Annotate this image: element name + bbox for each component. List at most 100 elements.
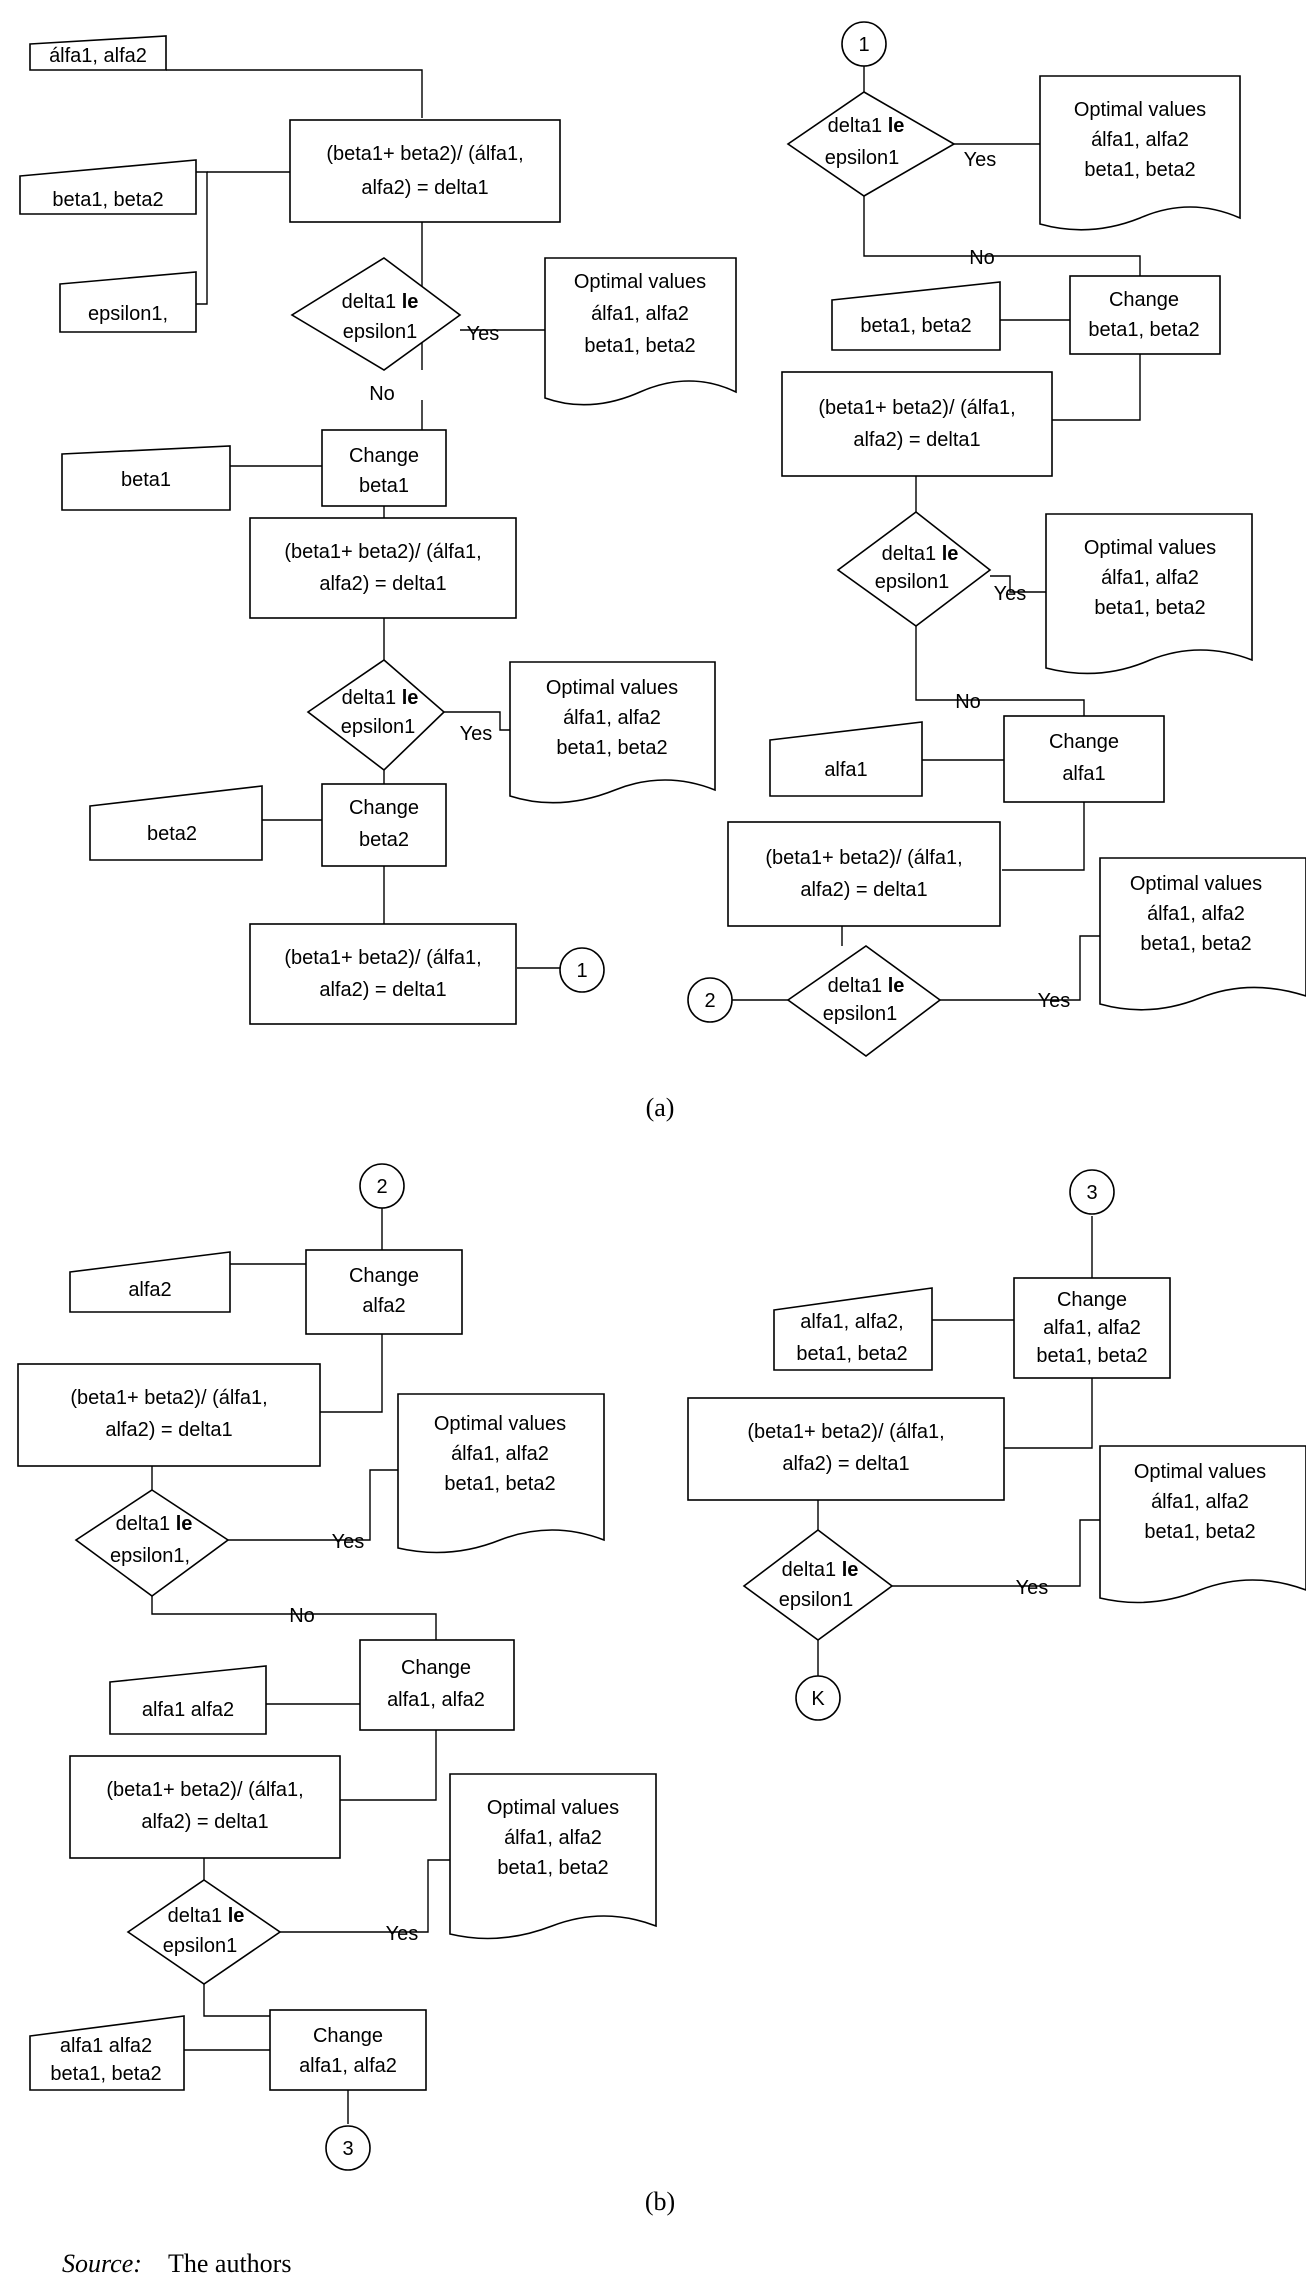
decision-text-line2: epsilon1 xyxy=(343,321,418,343)
formula-box xyxy=(249,923,517,1025)
optimal-title: Optimal values xyxy=(546,677,678,699)
optimal-title: Optimal values xyxy=(1074,99,1206,121)
optimal-values-doc xyxy=(397,1393,605,1554)
formula-line1: (beta1+ beta2)/ (álfa1, xyxy=(765,847,962,869)
caption-b: (b) xyxy=(645,2187,675,2216)
yes-label: Yes xyxy=(332,1531,365,1553)
formula-box xyxy=(781,371,1053,477)
formula-line2: alfa2) = delta1 xyxy=(800,879,927,901)
optimal-line2: álfa1, alfa2 xyxy=(451,1443,549,1465)
optimal-title: Optimal values xyxy=(1134,1461,1266,1483)
optimal-title: Optimal values xyxy=(434,1413,566,1435)
input-alfa-beta-line2: beta1, beta2 xyxy=(796,1343,907,1365)
decision-text-line2: epsilon1 xyxy=(779,1589,854,1611)
yes-label: Yes xyxy=(386,1923,419,1945)
change-alfa12-label: alfa1, alfa2 xyxy=(1043,1317,1141,1339)
change-box xyxy=(321,429,447,507)
decision-text-line2: epsilon1 xyxy=(341,716,416,738)
no-label: No xyxy=(369,383,395,405)
change-beta12-label: beta1, beta2 xyxy=(1088,319,1199,341)
input-alfa1-alfa2-label: alfa1 alfa2 xyxy=(142,1699,234,1721)
yes-label: Yes xyxy=(964,149,997,171)
panel-b-right: 3 alfa1, alfa2, beta1, beta2 Change alfa… xyxy=(687,1169,1306,1721)
formula-line1: (beta1+ beta2)/ (álfa1, xyxy=(818,397,1015,419)
yes-label: Yes xyxy=(460,723,493,745)
input-beta12-label: beta1, beta2 xyxy=(860,315,971,337)
decision-text-line1: delta1 le xyxy=(828,975,905,997)
optimal-line3: beta1, beta2 xyxy=(1084,159,1195,181)
optimal-values-doc xyxy=(544,257,737,406)
change-box xyxy=(321,783,447,867)
formula-line1: (beta1+ beta2)/ (álfa1, xyxy=(284,947,481,969)
formula-line2: alfa2) = delta1 xyxy=(361,177,488,199)
optimal-values-doc xyxy=(1039,75,1241,231)
change-box xyxy=(1069,275,1221,355)
decision-text-line1: delta1 le xyxy=(342,687,419,709)
connector-2 xyxy=(687,977,733,1023)
connector-k xyxy=(795,1675,841,1721)
decision-text-line2: epsilon1 xyxy=(875,571,950,593)
change-alfa1-label: alfa1 xyxy=(1062,763,1105,785)
decision-text-line2: epsilon1 xyxy=(163,1935,238,1957)
input-beta-a-label: beta1, beta2 xyxy=(52,189,163,211)
connector-3 xyxy=(325,2125,371,2171)
decision-diamond xyxy=(786,945,942,1057)
formula-line2: alfa2) = delta1 xyxy=(782,1453,909,1475)
connector-1 xyxy=(559,947,605,993)
yes-label: Yes xyxy=(1016,1577,1049,1599)
optimal-values-doc xyxy=(449,1773,657,1940)
yes-label: Yes xyxy=(467,323,500,345)
input-beta12 xyxy=(831,281,1001,351)
optimal-line2: álfa1, alfa2 xyxy=(1091,129,1189,151)
input-alfa-beta xyxy=(773,1287,933,1371)
connector-3 xyxy=(1069,1169,1115,1215)
optimal-values-doc xyxy=(1045,513,1253,675)
input-alfa-a-label: álfa1, alfa2 xyxy=(49,45,147,67)
input-alfa-beta-line2: beta1, beta2 xyxy=(50,2063,161,2085)
change-beta1-label: beta1 xyxy=(359,475,409,497)
input-alfa2-label: alfa2 xyxy=(128,1279,171,1301)
change-label: Change xyxy=(349,797,419,819)
optimal-title: Optimal values xyxy=(1084,537,1216,559)
decision-diamond xyxy=(742,1528,894,1641)
optimal-line3: beta1, beta2 xyxy=(444,1473,555,1495)
formula-box xyxy=(687,1397,1005,1501)
decision-diamond xyxy=(836,510,992,627)
optimal-values-doc xyxy=(509,661,716,804)
formula-box xyxy=(289,119,561,223)
optimal-line3: beta1, beta2 xyxy=(584,335,695,357)
formula-line1: (beta1+ beta2)/ (álfa1, xyxy=(747,1421,944,1443)
connector-2-label: 2 xyxy=(376,1176,387,1198)
input-epsilon-a xyxy=(59,271,197,333)
connector-2 xyxy=(359,1163,405,1209)
change-alfa12-label: alfa1, alfa2 xyxy=(299,2055,397,2077)
input-alfa1 xyxy=(769,721,923,797)
caption-a: (a) xyxy=(646,1093,675,1122)
optimal-title: Optimal values xyxy=(574,271,706,293)
input-alfa1-alfa2 xyxy=(109,1665,267,1735)
formula-line2: alfa2) = delta1 xyxy=(319,573,446,595)
formula-box xyxy=(727,821,1001,927)
input-alfa2 xyxy=(69,1251,231,1313)
connector-1-label: 1 xyxy=(858,34,869,56)
input-beta1-label: beta1 xyxy=(121,469,171,491)
change-label: Change xyxy=(349,445,419,467)
optimal-title: Optimal values xyxy=(1130,873,1262,895)
formula-line2: alfa2) = delta1 xyxy=(141,1811,268,1833)
change-alfa12-label: alfa1, alfa2 xyxy=(387,1689,485,1711)
input-alfa-a xyxy=(29,35,167,71)
input-beta1 xyxy=(61,445,231,511)
connector-1 xyxy=(841,21,887,67)
input-alfa1-label: alfa1 xyxy=(824,759,867,781)
change-box xyxy=(305,1249,463,1335)
optimal-title: Optimal values xyxy=(487,1797,619,1819)
no-label: No xyxy=(969,247,995,269)
change-label: Change xyxy=(349,1265,419,1287)
change-box xyxy=(269,2009,427,2091)
optimal-line2: álfa1, alfa2 xyxy=(1147,903,1245,925)
panel-a-right: 1 delta1 le epsilon1 Yes No Optimal valu… xyxy=(687,21,1306,1057)
formula-box xyxy=(249,517,517,619)
connector-2-label: 2 xyxy=(704,990,715,1012)
